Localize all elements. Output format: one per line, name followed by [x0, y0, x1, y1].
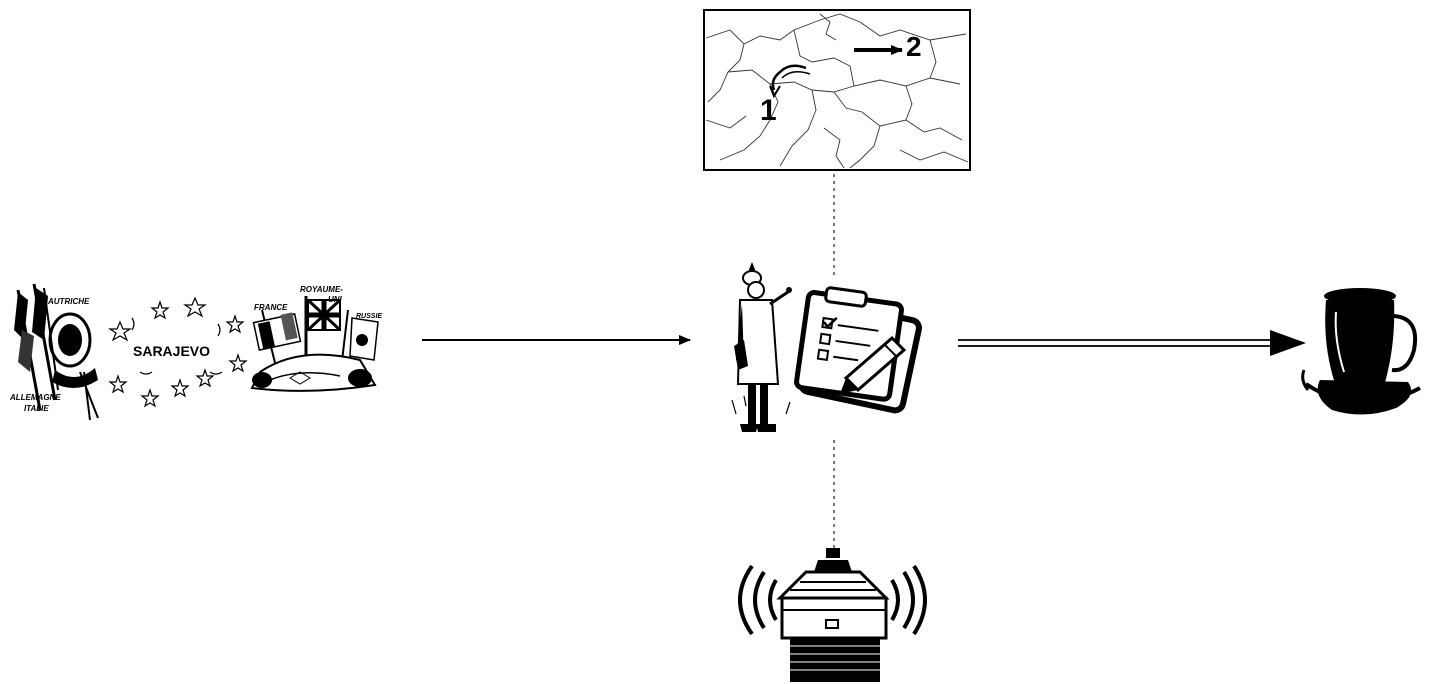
stars-icon: [108, 296, 248, 408]
sarajevo-label: SARAJEVO: [133, 343, 210, 359]
double-arrow-plan-to-outcome: [958, 330, 1306, 356]
central-powers-flags-icon: [14, 283, 99, 421]
broadcast-tower-icon: [738, 548, 927, 682]
italy-label: ITALIE: [24, 404, 49, 413]
uk-label-line1: ROYAUME-: [300, 285, 343, 294]
allied-flags-icon: [250, 296, 379, 392]
russia-label: RUSSIE: [356, 313, 382, 320]
checklist-clipboard-icon: [794, 286, 922, 414]
europe-map-panel: 1 2: [703, 9, 971, 171]
map-marker-2: 2: [906, 31, 922, 62]
europe-map-borders: [705, 13, 969, 169]
pencil-icon: [840, 335, 907, 394]
germany-label: ALLEMAGNE: [9, 393, 61, 402]
alliances-illustration: AUTRICHE ALLEMAGNE ITALIE SARAJEVO: [9, 283, 382, 421]
france-label: FRANCE: [254, 303, 288, 312]
austria-label: AUTRICHE: [47, 297, 90, 306]
uk-label-line2: UNI: [328, 295, 343, 304]
route-1-icon: [769, 64, 811, 99]
helmet-icon: [1301, 288, 1421, 415]
map-marker-1: 1: [760, 94, 777, 127]
officer-icon: [731, 262, 792, 432]
